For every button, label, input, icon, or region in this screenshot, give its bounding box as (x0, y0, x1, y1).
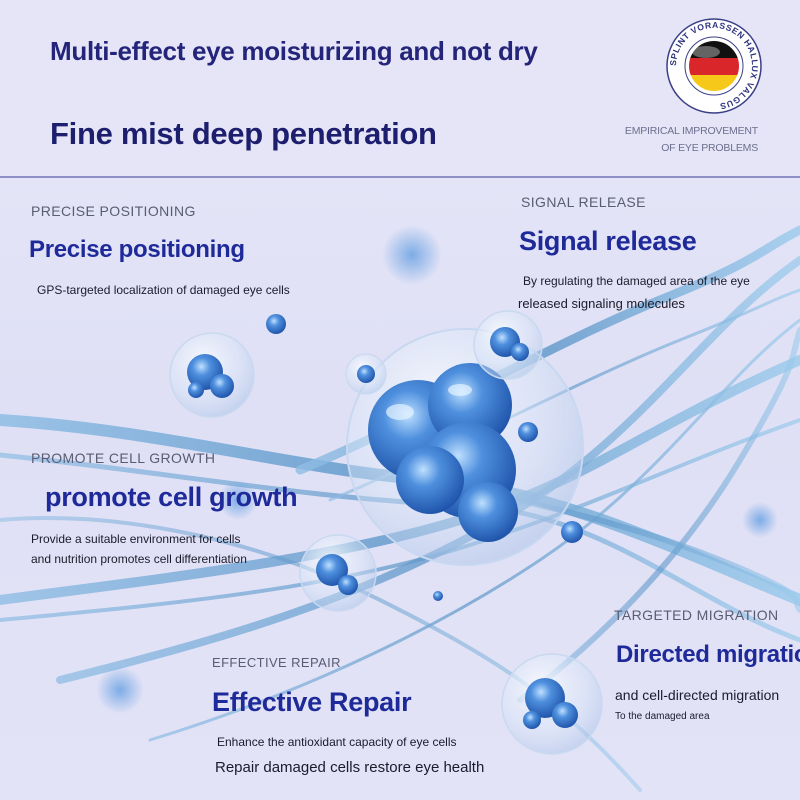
small-cell-bubble (501, 653, 603, 755)
migration-heading: Directed migration (616, 641, 800, 668)
header-title: Fine mist deep penetration (50, 116, 437, 151)
growth-caption: PROMOTE CELL GROWTH (31, 450, 216, 466)
repair-caption: EFFECTIVE REPAIR (212, 655, 341, 670)
small-cell-bubble (345, 353, 387, 395)
signal-desc-1: By regulating the damaged area of the ey… (523, 274, 750, 288)
blurred-cell (382, 225, 442, 285)
signal-caption: SIGNAL RELEASE (521, 194, 646, 210)
precise-heading: Precise positioning (29, 236, 245, 263)
precise-caption: PRECISE POSITIONING (31, 203, 196, 219)
tiny-cell (561, 521, 583, 543)
growth-heading: promote cell growth (45, 482, 298, 512)
tiny-cell (433, 591, 443, 601)
main-cell-bubble (346, 328, 584, 566)
tiny-cell (266, 314, 286, 334)
header-band (0, 0, 800, 176)
header-subtitle: Multi-effect eye moisturizing and not dr… (50, 36, 538, 66)
growth-desc-1: Provide a suitable environment for cells (31, 532, 241, 546)
migration-caption: TARGETED MIGRATION (614, 607, 779, 623)
empirical-line-1: EMPIRICAL IMPROVEMENT (624, 125, 758, 137)
small-cell-bubble (473, 310, 543, 380)
signal-desc-2: released signaling molecules (518, 296, 685, 311)
blurred-cell (218, 480, 258, 520)
repair-heading: Effective Repair (212, 687, 412, 717)
blurred-cell (96, 666, 144, 714)
small-cell-bubble (169, 332, 255, 418)
small-cell-bubble (299, 534, 377, 612)
brand-seal-logo: SPLINT VORASSEN HALLUX VALGUS (666, 18, 762, 114)
empirical-line-2: OF EYE PROBLEMS (661, 142, 758, 154)
repair-desc-2: Repair damaged cells restore eye health (215, 759, 485, 776)
header-divider (0, 176, 800, 178)
signal-heading: Signal release (519, 226, 697, 256)
germany-flag-icon (689, 41, 739, 91)
migration-desc-1: and cell-directed migration (615, 687, 780, 703)
precise-desc: GPS-targeted localization of damaged eye… (37, 283, 290, 297)
repair-desc-1: Enhance the antioxidant capacity of eye … (217, 735, 457, 749)
growth-desc-2: and nutrition promotes cell differentiat… (31, 552, 247, 566)
blurred-cell (742, 502, 778, 538)
migration-desc-2: To the damaged area (615, 711, 710, 722)
